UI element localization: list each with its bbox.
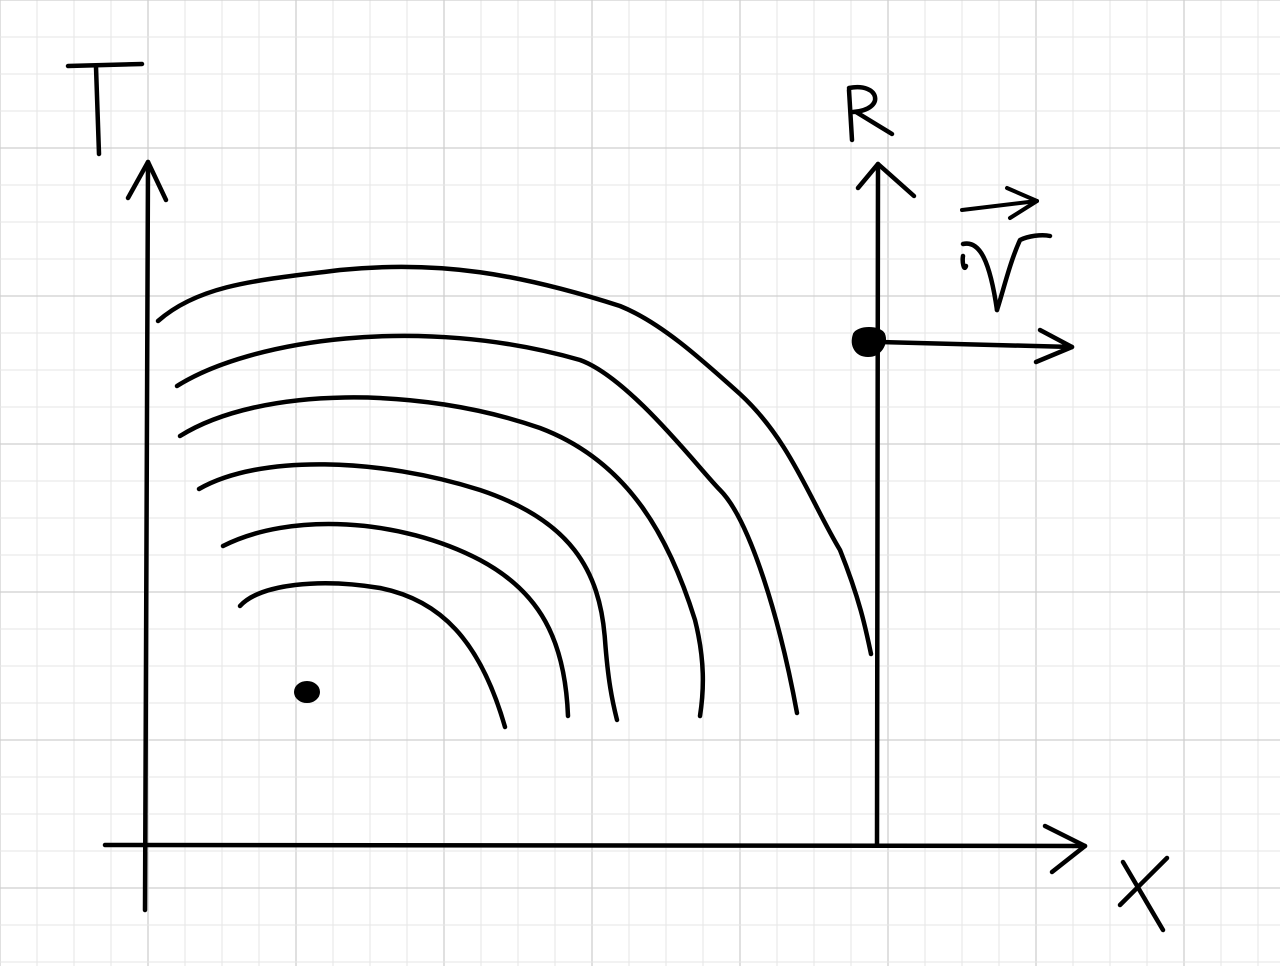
x-axis <box>102 823 1088 875</box>
wavefront-4 <box>177 395 706 719</box>
observer-velocity-vector <box>877 327 1075 365</box>
velocity-label <box>960 232 1053 313</box>
wavefronts <box>155 264 874 730</box>
wavefront-6 <box>155 264 874 657</box>
wavefront-2 <box>220 521 571 719</box>
x-axis-label <box>1117 855 1170 933</box>
wavefront-1 <box>237 581 508 730</box>
source-point <box>294 681 320 703</box>
wavefront-5 <box>174 333 800 716</box>
velocity-arrow-icon <box>960 186 1039 220</box>
observer-point <box>851 327 886 358</box>
r-axis-label <box>846 84 895 143</box>
wavefront-3 <box>196 462 620 723</box>
t-axis <box>125 159 169 913</box>
t-axis-label <box>65 61 145 157</box>
r-axis <box>855 161 917 848</box>
